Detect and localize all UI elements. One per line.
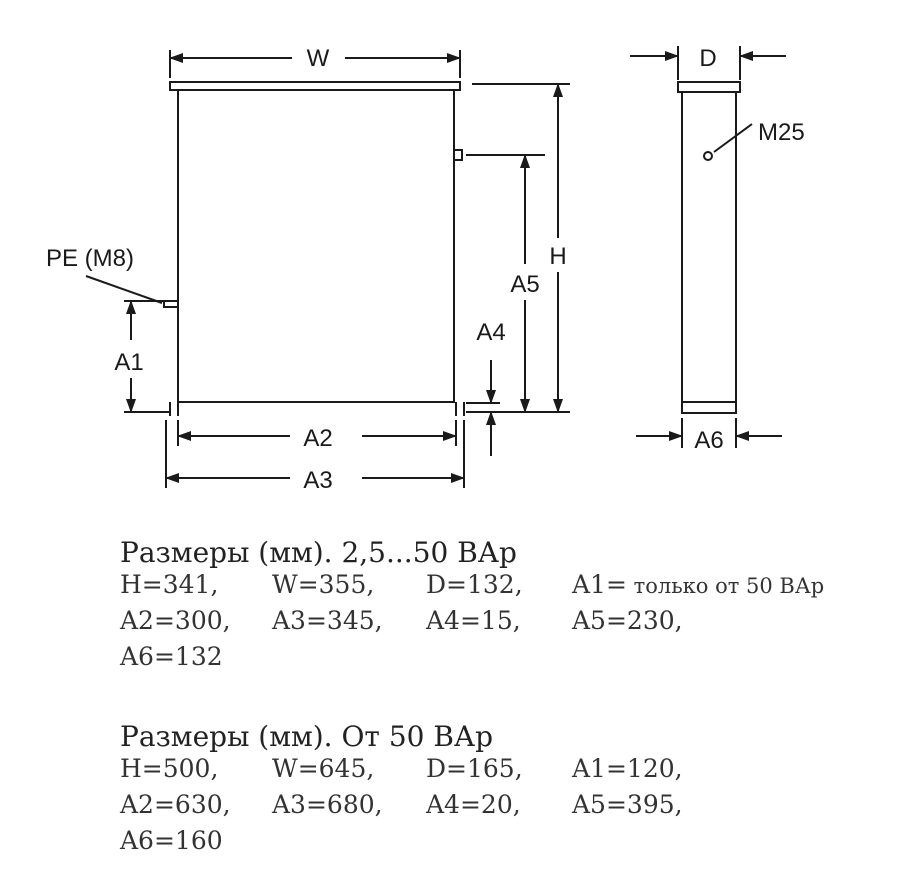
label-d: D — [699, 45, 716, 72]
dim-value: A4=20, — [426, 790, 521, 819]
pe-leader-line — [85, 275, 163, 304]
dim-value: A1= только от 50 ВАр — [572, 570, 824, 599]
dimension-row: A2=630, A3=680, A4=20, A5=395, — [120, 790, 683, 826]
cable-entry-stub — [453, 149, 463, 161]
dim-value-a1: A1= — [572, 570, 627, 599]
dimension-row: A6=160 — [120, 826, 493, 862]
dim-value: D=132, — [426, 570, 523, 599]
dim-value: A2=300, — [120, 606, 231, 635]
dim-value: W=645, — [272, 754, 375, 783]
dimension-row: H=341, W=355, D=132, A1= только от 50 ВА… — [120, 570, 824, 606]
label-h: H — [549, 243, 566, 270]
front-cabinet-body — [177, 89, 455, 403]
label-a4: A4 — [476, 319, 505, 346]
dim-value: A2=630, — [120, 790, 231, 819]
dimension-row: H=500, W=645, D=165, A1=120, — [120, 754, 683, 790]
label-a1: A1 — [114, 349, 143, 376]
dimension-row: A2=300, A3=345, A4=15, A5=230, — [120, 606, 683, 642]
label-a5: A5 — [510, 271, 539, 298]
dim-value: A4=15, — [426, 606, 521, 635]
m25-gland-hole — [703, 151, 713, 161]
section-title: Размеры (мм). 2,5...50 ВАр — [120, 536, 517, 569]
label-a6: A6 — [694, 427, 723, 454]
dimensions-section-small: Размеры (мм). 2,5...50 ВАр H=341, W=355,… — [120, 536, 824, 678]
section-title: Размеры (мм). От 50 ВАр — [120, 720, 494, 753]
dim-value: A3=345, — [272, 606, 383, 635]
dimensions-section-large: Размеры (мм). От 50 ВАр H=500, W=645, D=… — [120, 720, 683, 862]
side-cabinet-body — [681, 91, 737, 414]
dimension-drawing: W D H A5 A4 A1 PE (M8) A2 A3 A6 M25 — [46, 45, 805, 494]
dim-value: A6=160 — [120, 826, 223, 855]
dim-value: W=355, — [272, 570, 375, 599]
label-a2: A2 — [303, 425, 332, 452]
dim-value: A5=395, — [572, 790, 683, 819]
label-a3: A3 — [303, 467, 332, 494]
a1-note: только от 50 ВАр — [626, 574, 825, 598]
dim-value: D=165, — [426, 754, 523, 783]
front-top-lid — [169, 81, 461, 91]
label-pe: PE (M8) — [46, 245, 134, 272]
dim-value: H=500, — [120, 754, 219, 783]
dimension-row: A6=132 — [120, 642, 517, 678]
dim-value: A6=132 — [120, 642, 223, 671]
dim-value: A1=120, — [572, 754, 683, 783]
dim-value: A5=230, — [572, 606, 683, 635]
label-m25: M25 — [758, 119, 805, 146]
dim-value: A3=680, — [272, 790, 383, 819]
label-w: W — [307, 45, 330, 72]
pe-terminal — [163, 300, 179, 308]
dim-value: H=341, — [120, 570, 219, 599]
side-top-lid — [677, 81, 741, 93]
m25-leader-line — [713, 123, 753, 153]
